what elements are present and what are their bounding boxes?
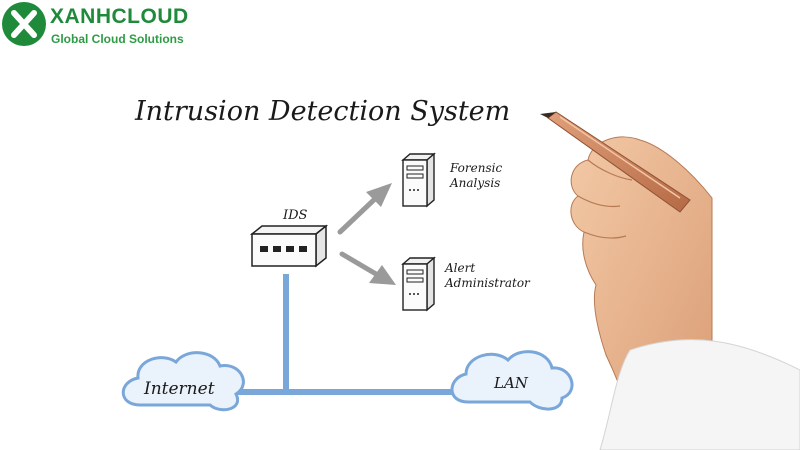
arrow-to-forensic-icon — [337, 183, 392, 235]
ids-switch-icon — [249, 224, 329, 268]
forensic-label-line2: Analysis — [449, 176, 500, 190]
pen-icon — [540, 111, 691, 213]
diagram-title: Intrusion Detection System — [134, 96, 510, 127]
forensic-label-line1: Forensic — [449, 161, 502, 175]
logo-x-icon — [2, 2, 46, 46]
brand-tagline: Global Cloud Solutions — [51, 32, 184, 46]
alert-label-line1: Alert — [444, 261, 475, 275]
alert-label-line2: Administrator — [444, 276, 531, 290]
logo-x-glyph — [11, 10, 37, 38]
forensic-server-icon — [401, 152, 436, 208]
brand-name: XANHCLOUD — [50, 5, 189, 28]
ids-uplink — [283, 274, 289, 392]
ids-label: IDS — [282, 208, 308, 223]
lan-label: LAN — [493, 374, 529, 392]
hand-icon — [570, 136, 800, 450]
alert-server-icon — [401, 256, 436, 312]
brand-logo: XANHCLOUD Global Cloud Solutions — [2, 2, 212, 50]
internet-label: Internet — [143, 379, 215, 399]
network-links — [236, 274, 462, 395]
arrow-to-alert-icon — [339, 251, 396, 285]
backbone-link — [236, 389, 462, 395]
lan-cloud-icon — [450, 350, 574, 411]
internet-cloud-icon — [121, 351, 245, 412]
